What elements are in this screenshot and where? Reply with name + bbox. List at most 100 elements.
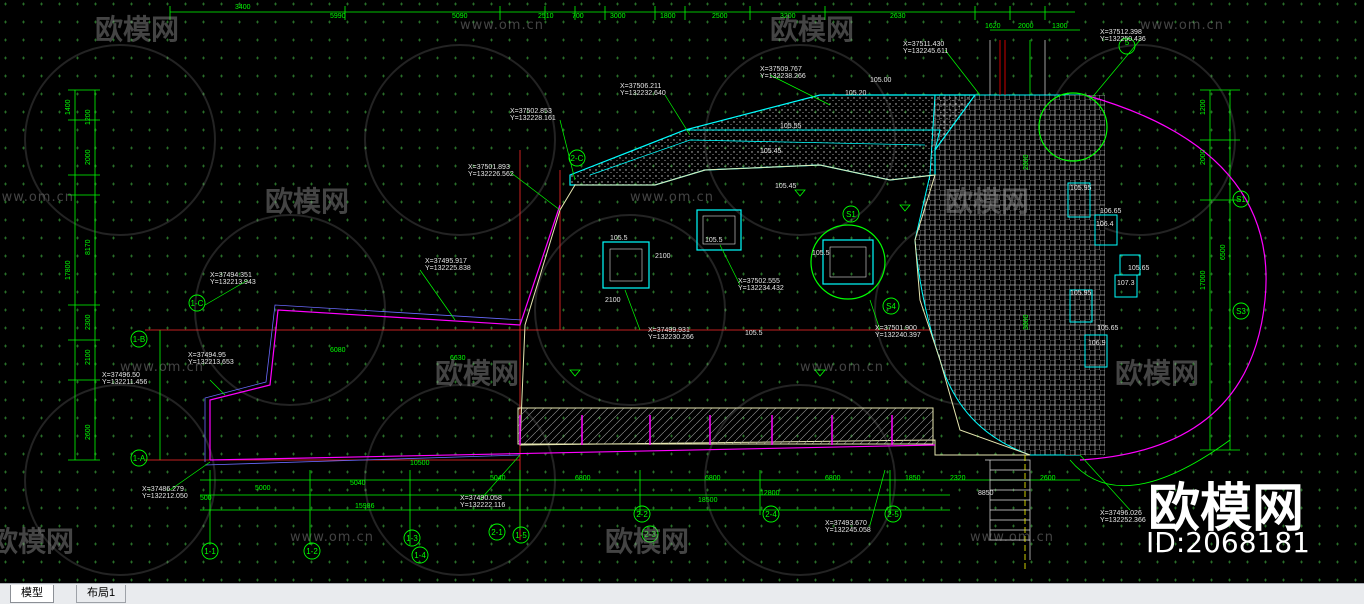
svg-text:105.95: 105.95: [1070, 290, 1092, 297]
svg-text:18500: 18500: [698, 497, 718, 504]
svg-text:1-1: 1-1: [204, 547, 216, 556]
svg-text:X=37501.893: X=37501.893: [468, 164, 510, 171]
svg-text:105.5: 105.5: [705, 237, 723, 244]
svg-text:Y=132234.432: Y=132234.432: [738, 285, 784, 292]
svg-text:X=37490.058: X=37490.058: [460, 495, 502, 502]
svg-text:1300: 1300: [1052, 23, 1068, 30]
svg-text:5: 5: [1125, 38, 1130, 47]
watermark-url: www.om.cn: [630, 190, 714, 205]
svg-text:5040: 5040: [490, 475, 506, 482]
svg-text:6800: 6800: [575, 475, 591, 482]
watermark-url: www.om.cn: [1140, 18, 1224, 33]
svg-text:105.95: 105.95: [1070, 185, 1092, 192]
svg-text:6800: 6800: [705, 475, 721, 482]
watermark-brand: 欧模网: [95, 13, 180, 46]
svg-text:2-4: 2-4: [765, 510, 777, 519]
svg-text:X=37486.279: X=37486.279: [142, 486, 184, 493]
svg-text:Y=132240.397: Y=132240.397: [875, 332, 921, 339]
watermark-url: www.om.cn: [290, 530, 374, 545]
watermark-brand: 欧模网: [605, 525, 690, 558]
svg-text:2100: 2100: [605, 297, 621, 304]
svg-text:106.65: 106.65: [1100, 208, 1122, 215]
svg-text:S1: S1: [846, 210, 856, 219]
svg-text:15986: 15986: [355, 503, 375, 510]
svg-text:1-C: 1-C: [191, 299, 204, 308]
svg-text:1800: 1800: [660, 13, 676, 20]
cad-drawing: 1-B 1-A 1-C 2-C 1-1 1-2 1-3 1-4 1-5 2-1 …: [0, 0, 1364, 583]
svg-text:3800: 3800: [1023, 314, 1030, 330]
svg-text:2100: 2100: [85, 349, 92, 365]
svg-text:X=37511.430: X=37511.430: [903, 41, 944, 48]
svg-text:Y=132228.161: Y=132228.161: [510, 115, 556, 122]
svg-text:17000: 17000: [1200, 270, 1207, 290]
svg-text:107.3: 107.3: [1117, 280, 1135, 287]
svg-text:2000: 2000: [1200, 149, 1207, 165]
watermark-brand: 欧模网: [265, 185, 350, 218]
svg-text:105.5: 105.5: [610, 235, 628, 242]
svg-text:X=37493.670: X=37493.670: [825, 520, 867, 527]
svg-text:Y=132232.640: Y=132232.640: [620, 90, 666, 97]
svg-text:X=37494.95: X=37494.95: [188, 352, 226, 359]
svg-text:1-5: 1-5: [515, 531, 527, 540]
svg-text:X=37499.931: X=37499.931: [648, 327, 690, 334]
svg-text:Y=132212.050: Y=132212.050: [142, 493, 188, 500]
svg-text:Y=132230.266: Y=132230.266: [648, 334, 694, 341]
svg-text:X=37506.211: X=37506.211: [620, 83, 661, 90]
svg-text:2600: 2600: [1040, 475, 1056, 482]
svg-text:1400: 1400: [65, 99, 72, 115]
svg-text:105.5: 105.5: [812, 250, 830, 257]
svg-text:106.4: 106.4: [1096, 221, 1114, 228]
svg-text:S3: S3: [1236, 307, 1246, 316]
svg-text:Y=132245.058: Y=132245.058: [825, 527, 871, 534]
svg-text:2500: 2500: [712, 13, 728, 20]
svg-text:Y=132222.116: Y=132222.116: [460, 502, 505, 509]
svg-text:10500: 10500: [410, 460, 430, 467]
svg-text:X=37502.555: X=37502.555: [738, 278, 780, 285]
svg-text:Y=132252.366: Y=132252.366: [1100, 517, 1146, 524]
svg-text:6500: 6500: [1220, 244, 1227, 260]
svg-text:Y=132211.456: Y=132211.456: [102, 379, 147, 386]
svg-text:8850: 8850: [978, 490, 994, 497]
watermark-brand: 欧模网: [770, 13, 855, 46]
svg-text:2-3: 2-3: [644, 530, 656, 539]
svg-text:6800: 6800: [825, 475, 841, 482]
svg-text:X=37495.917: X=37495.917: [425, 258, 467, 265]
svg-text:2000: 2000: [85, 149, 92, 165]
svg-text:1200: 1200: [85, 109, 92, 125]
svg-text:105.5: 105.5: [745, 330, 763, 337]
watermark-url: www.om.cn: [460, 18, 544, 33]
svg-text:5990: 5990: [330, 13, 346, 20]
svg-text:2510: 2510: [538, 13, 554, 20]
svg-text:2800: 2800: [1023, 154, 1030, 170]
watermark-url: www.om.cn: [0, 190, 74, 205]
svg-text:1620: 1620: [985, 23, 1001, 30]
svg-text:2600: 2600: [85, 424, 92, 440]
svg-text:2-C: 2-C: [571, 154, 584, 163]
tab-layout1[interactable]: 布局1: [76, 585, 127, 603]
tab-model[interactable]: 模型: [10, 585, 54, 603]
svg-text:2320: 2320: [950, 475, 966, 482]
svg-text:5040: 5040: [350, 480, 366, 487]
svg-text:3000: 3000: [610, 13, 626, 20]
watermark-url: www.om.cn: [120, 360, 204, 375]
svg-text:5000: 5000: [255, 485, 271, 492]
svg-text:Y=132213.943: Y=132213.943: [210, 279, 256, 286]
cad-drawing-canvas[interactable]: 1-B 1-A 1-C 2-C 1-1 1-2 1-3 1-4 1-5 2-1 …: [0, 0, 1364, 583]
svg-text:12800: 12800: [760, 490, 780, 497]
svg-text:2100: 2100: [655, 253, 671, 260]
svg-text:105.00: 105.00: [870, 77, 892, 84]
svg-text:Y=132213.653: Y=132213.653: [188, 359, 234, 366]
svg-text:1200: 1200: [1200, 99, 1207, 115]
svg-text:106.9: 106.9: [1088, 340, 1106, 347]
svg-text:1-3: 1-3: [406, 534, 418, 543]
svg-text:3200: 3200: [780, 13, 796, 20]
svg-text:1-A: 1-A: [133, 454, 146, 463]
svg-text:Y=132238.266: Y=132238.266: [760, 73, 806, 80]
svg-text:1-B: 1-B: [133, 335, 145, 344]
watermark-url: www.om.cn: [970, 530, 1054, 545]
svg-text:105.65: 105.65: [1097, 325, 1119, 332]
svg-text:Y=132250.436: Y=132250.436: [1100, 36, 1146, 43]
svg-text:105.20: 105.20: [845, 90, 867, 97]
svg-text:1-2: 1-2: [306, 547, 318, 556]
svg-text:700: 700: [572, 13, 584, 20]
